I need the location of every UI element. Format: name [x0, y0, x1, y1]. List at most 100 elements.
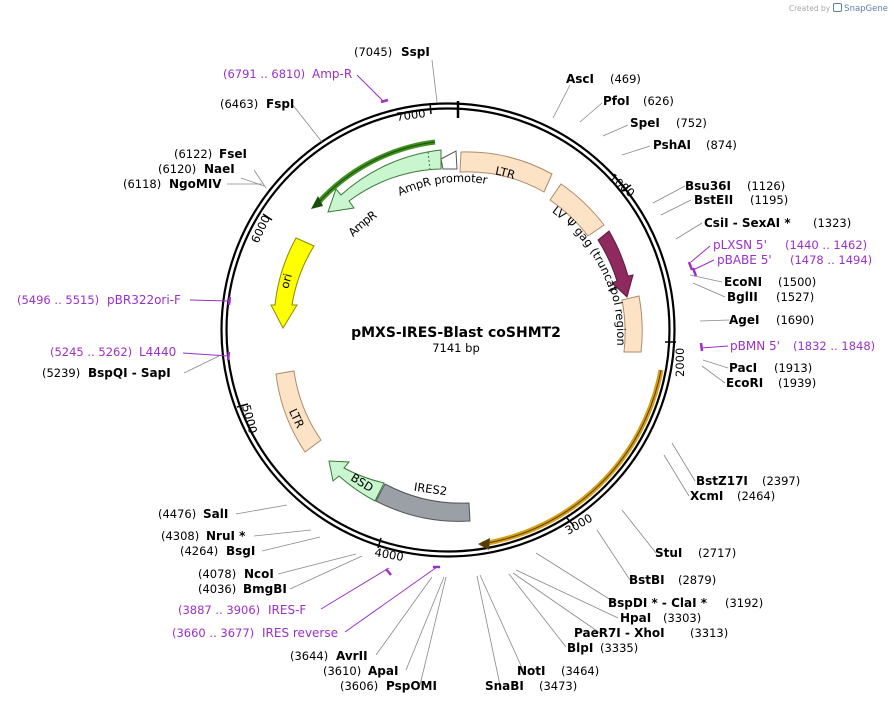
- site-name[interactable]: NruI *: [206, 529, 246, 543]
- credit-text: Created by: [788, 4, 831, 13]
- site-name[interactable]: SnaBI: [485, 679, 524, 693]
- primer-name[interactable]: L4440: [139, 345, 176, 359]
- primer-range: (3660 .. 3677): [172, 626, 254, 640]
- site-name[interactable]: Bsu36I: [685, 179, 731, 193]
- feature-bsd[interactable]: [328, 460, 385, 502]
- site-name[interactable]: BmgBI: [243, 582, 287, 596]
- site-pos: (626): [643, 94, 674, 108]
- site-name[interactable]: BstBI: [629, 573, 665, 587]
- primer-name[interactable]: pBR322ori-F: [107, 293, 181, 307]
- site-pos: (2397): [762, 474, 800, 488]
- site-name[interactable]: FseI: [219, 147, 247, 161]
- site-name[interactable]: AgeI: [729, 313, 759, 327]
- site-name[interactable]: BglII: [727, 290, 758, 304]
- site-pos: (1126): [747, 179, 785, 193]
- site-pos: (2879): [678, 573, 716, 587]
- leader-sspi: [431, 59, 438, 103]
- orf-arcs: [311, 139, 664, 550]
- orf-arrowhead: [478, 538, 490, 550]
- leader-bstz17i: [671, 442, 696, 482]
- primer-name[interactable]: pBMN 5': [730, 339, 780, 353]
- feature-ampr[interactable]: [327, 149, 442, 213]
- primer-name[interactable]: pLXSN 5': [713, 238, 767, 252]
- plasmid-name: pMXS-IRES-Blast coSHMT2: [351, 325, 561, 341]
- site-name[interactable]: FspI: [266, 97, 294, 111]
- primer-mark: [227, 296, 232, 306]
- leader-spei: [602, 124, 629, 137]
- leader-nrui: [253, 529, 312, 537]
- primer-mark: [226, 351, 231, 361]
- primer-name[interactable]: pBABE 5': [717, 253, 772, 267]
- orf-arc-coshmt2-line: [481, 369, 662, 545]
- site-name[interactable]: PacI: [729, 361, 757, 375]
- primer-name[interactable]: IRES-F: [268, 603, 306, 617]
- leader-hpai: [515, 569, 619, 619]
- tick-label: 4000: [373, 545, 404, 564]
- tick-mark: [236, 403, 249, 408]
- site-name[interactable]: EcoRI: [726, 376, 763, 390]
- site-name[interactable]: PaeR7I - XhoI: [574, 626, 665, 640]
- site-name[interactable]: BspDI * - ClaI *: [608, 596, 708, 610]
- leader-plxsn: [690, 245, 711, 263]
- site-name[interactable]: SspI: [401, 45, 430, 59]
- leader-fspi: [291, 103, 323, 143]
- site-name[interactable]: StuI: [655, 546, 682, 560]
- primer-range: (1832 .. 1848): [793, 339, 875, 353]
- feature-label-ampr: AmpR: [345, 208, 379, 240]
- site-name[interactable]: BspQI - SapI: [88, 366, 171, 380]
- primer-mark: [687, 261, 694, 271]
- site-pos: (1913): [774, 361, 812, 375]
- primer-mark: [691, 267, 698, 277]
- primer-name[interactable]: IRES reverse: [262, 626, 338, 640]
- site-name[interactable]: PshAI: [653, 138, 691, 152]
- leader-paci: [702, 359, 729, 369]
- leader-amp-r: [356, 74, 385, 103]
- site-name[interactable]: AscI: [566, 72, 594, 86]
- leader-sali: [235, 504, 288, 515]
- site-name[interactable]: BsgI: [226, 544, 255, 558]
- feature-pol-region[interactable]: [621, 295, 643, 353]
- site-pos: (6118): [123, 177, 161, 191]
- feature-ltr-bottom[interactable]: [275, 370, 322, 453]
- primer-name[interactable]: Amp-R: [312, 67, 352, 81]
- site-name[interactable]: CsiI - SexAI *: [704, 216, 791, 230]
- site-name[interactable]: NcoI: [244, 567, 274, 581]
- tick-label: 7000: [395, 106, 426, 124]
- site-name[interactable]: NotI: [517, 664, 546, 678]
- site-name[interactable]: BstEII: [694, 193, 733, 207]
- site-pos: (3192): [725, 596, 763, 610]
- site-name[interactable]: XcmI: [690, 489, 723, 503]
- site-name[interactable]: HpaI: [620, 611, 651, 625]
- leader-asci: [552, 84, 571, 119]
- feature-ori[interactable]: [270, 237, 315, 330]
- site-name[interactable]: ApaI: [368, 664, 398, 678]
- feature-gag-box[interactable]: [549, 183, 605, 237]
- site-name[interactable]: SpeI: [630, 116, 660, 130]
- site-name[interactable]: AvrII: [336, 649, 368, 663]
- site-name[interactable]: BlpI: [567, 641, 593, 655]
- feature-label-ltr-top: LTR: [494, 164, 517, 183]
- site-name[interactable]: NaeI: [204, 162, 235, 176]
- feature-amp-promoter[interactable]: [440, 150, 458, 170]
- feature-ires2[interactable]: [375, 483, 471, 522]
- site-name[interactable]: EcoNI: [724, 275, 762, 289]
- leader-pfoi: [579, 102, 603, 123]
- feature-ltr-top[interactable]: [459, 151, 553, 193]
- feature-gag-arrow[interactable]: [597, 230, 634, 298]
- leader-pbr322ori: [189, 299, 230, 302]
- site-name[interactable]: SalI: [203, 507, 228, 521]
- leader-bmgbi: [289, 555, 363, 590]
- leader-ires-f: [320, 567, 390, 610]
- site-name[interactable]: BstZ17I: [696, 474, 748, 488]
- site-name[interactable]: NgoMIV: [169, 177, 222, 191]
- backbone: [220, 101, 676, 558]
- site-pos: (4476): [158, 507, 196, 521]
- leader-pbmn: [700, 345, 729, 349]
- primer-mark: [385, 568, 392, 576]
- tick-label: 1000: [606, 171, 637, 201]
- leader-csii: [675, 222, 703, 240]
- site-name[interactable]: PfoI: [603, 94, 630, 108]
- leader-avrii: [375, 576, 433, 656]
- site-name[interactable]: PspOMI: [386, 679, 437, 693]
